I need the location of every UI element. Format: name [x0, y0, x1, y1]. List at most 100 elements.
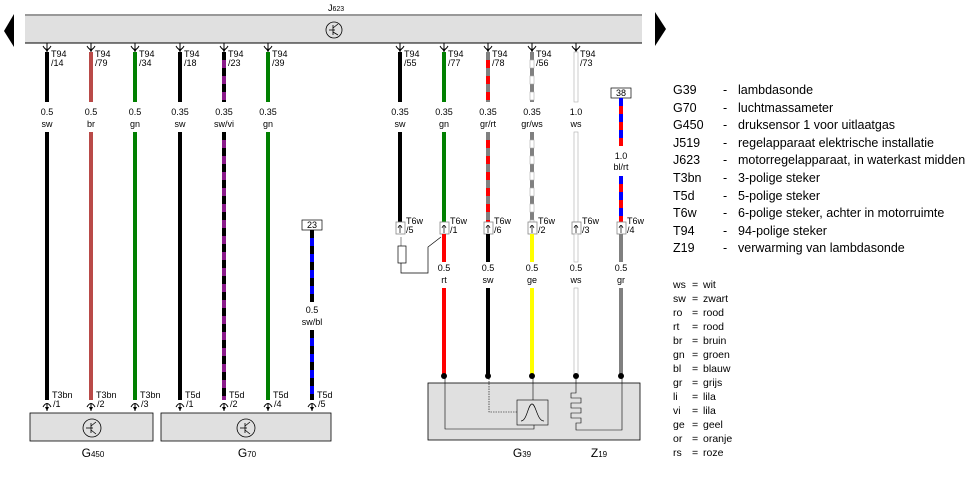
- pin-connector-label: T94: [51, 49, 67, 59]
- color-name: blauw: [703, 363, 731, 375]
- color-code-row: bl=blauw: [673, 362, 732, 376]
- wire-size-label: 1.0: [615, 151, 628, 161]
- legend-row: G450-druksensor 1 voor uitlaatgas: [673, 117, 965, 135]
- color-code-row: gn=groen: [673, 348, 732, 362]
- wire-lower-rt: 0.5rt: [438, 234, 450, 379]
- wire-t94-14: T94/140.5sw: [41, 43, 67, 400]
- color-code-separator: =: [692, 377, 699, 389]
- transistor-icon: [236, 418, 256, 438]
- color-name: lila: [703, 405, 716, 417]
- wire-t94-73: T94/731.0ws: [570, 43, 596, 223]
- ecu-body: [25, 15, 642, 43]
- legend-separator: -: [723, 206, 728, 221]
- pin-connector-label: T94: [184, 49, 200, 59]
- color-code-separator: =: [692, 279, 699, 291]
- wire-segment: [486, 132, 490, 222]
- pin-connector-icon: [395, 43, 405, 52]
- legend-description: verwarming van lambdasonde: [738, 241, 905, 256]
- wire-segment: [222, 132, 226, 400]
- pin-connector-label: T3bn: [52, 390, 73, 400]
- wire-color-label: gn: [439, 119, 449, 129]
- pin-number-label: /23: [228, 58, 241, 68]
- wire-segment: [619, 176, 623, 222]
- wire-size-label: 0.5: [570, 263, 583, 273]
- component-g70-label: G70: [238, 446, 257, 460]
- pin-connector-label: T94: [272, 49, 288, 59]
- wire-segment: [398, 52, 402, 102]
- legend-description: druksensor 1 voor uitlaatgas: [738, 118, 896, 133]
- wire-color-label: gr: [617, 275, 625, 285]
- wire-segment: [442, 288, 446, 376]
- color-name: grijs: [703, 377, 723, 389]
- legend-row: J623-motorregelapparaat, in waterkast mi…: [673, 152, 965, 170]
- wire-segment: [573, 51, 579, 103]
- wire-segment: [529, 52, 535, 102]
- wire-size-label: 0.5: [482, 263, 495, 273]
- legend-separator: -: [723, 170, 728, 185]
- junction-dot: [485, 373, 491, 379]
- pin-connector-label: T5d: [229, 390, 245, 400]
- color-name: geel: [703, 419, 723, 431]
- g70-pin: T5d/5: [307, 390, 333, 411]
- legend-row: T3bn-3-polige steker: [673, 170, 965, 188]
- wire-lower-ws: 0.5ws: [570, 233, 583, 379]
- previous-page-arrow-icon[interactable]: [4, 14, 14, 47]
- pin-connector-label: T94: [139, 49, 155, 59]
- color-name: oranje: [703, 433, 733, 445]
- junction-dot: [441, 373, 447, 379]
- legend-separator: -: [723, 100, 728, 115]
- wire-lower-ge: 0.5ge: [526, 234, 538, 379]
- pin-connector-label: T94: [448, 49, 464, 59]
- t6w-connector-icon: [439, 221, 450, 235]
- color-code-separator: =: [692, 349, 699, 361]
- color-code-row: gr=grijs: [673, 376, 732, 390]
- color-code-separator: =: [692, 447, 699, 459]
- pin-connector-icon: [42, 43, 52, 52]
- pin-connector-label: T5d: [185, 390, 201, 400]
- legend-code: G70: [673, 100, 697, 115]
- pin-connector-icon: [307, 403, 317, 411]
- t6w-pin-label: /1: [450, 225, 458, 235]
- wire-segment: [619, 98, 623, 146]
- wire-color-label: gn: [130, 119, 140, 129]
- wire-size-label: 0.35: [259, 107, 277, 117]
- wire-color-label: sw: [42, 119, 54, 129]
- wire-color-label: rt: [441, 275, 447, 285]
- pin-connector-icon: [130, 403, 140, 411]
- next-page-arrow-icon[interactable]: [655, 12, 666, 46]
- wire-ref-label: 23: [307, 220, 317, 230]
- component-g39-label: G39: [513, 446, 532, 460]
- pin-number-label: /77: [448, 58, 461, 68]
- legend-code: G39: [673, 83, 697, 97]
- wire-segment: [310, 230, 314, 302]
- wire-ref-23: 230.5sw/bl: [301, 219, 323, 400]
- pin-number-label: /73: [580, 58, 593, 68]
- pin-number-label: /1: [53, 399, 61, 409]
- wire-segment: [133, 52, 137, 102]
- legend-description: 5-polige steker: [738, 188, 820, 203]
- legend-separator: -: [723, 188, 728, 203]
- wire-segment: [266, 132, 270, 400]
- component-g450: G450: [29, 412, 154, 460]
- color-code-row: ge=geel: [673, 418, 732, 432]
- color-code: vi: [673, 405, 681, 417]
- color-code-row: rt=rood: [673, 320, 732, 334]
- t6w-connector-icon: [571, 221, 582, 235]
- wire-size-label: 0.5: [85, 107, 98, 117]
- legend-code: J623: [673, 153, 701, 168]
- color-code: br: [673, 335, 683, 347]
- legend-description: luchtmassameter: [738, 100, 834, 115]
- color-code-separator: =: [692, 405, 699, 417]
- wire-segment: [529, 132, 535, 223]
- legend-separator: -: [723, 83, 728, 97]
- color-code: li: [673, 391, 678, 403]
- color-name: bruin: [703, 335, 727, 347]
- pin-number-label: /2: [97, 399, 105, 409]
- wire-segment: [619, 234, 623, 262]
- pin-number-label: /34: [139, 58, 152, 68]
- wire-lower-gr: 0.5gr: [615, 234, 627, 379]
